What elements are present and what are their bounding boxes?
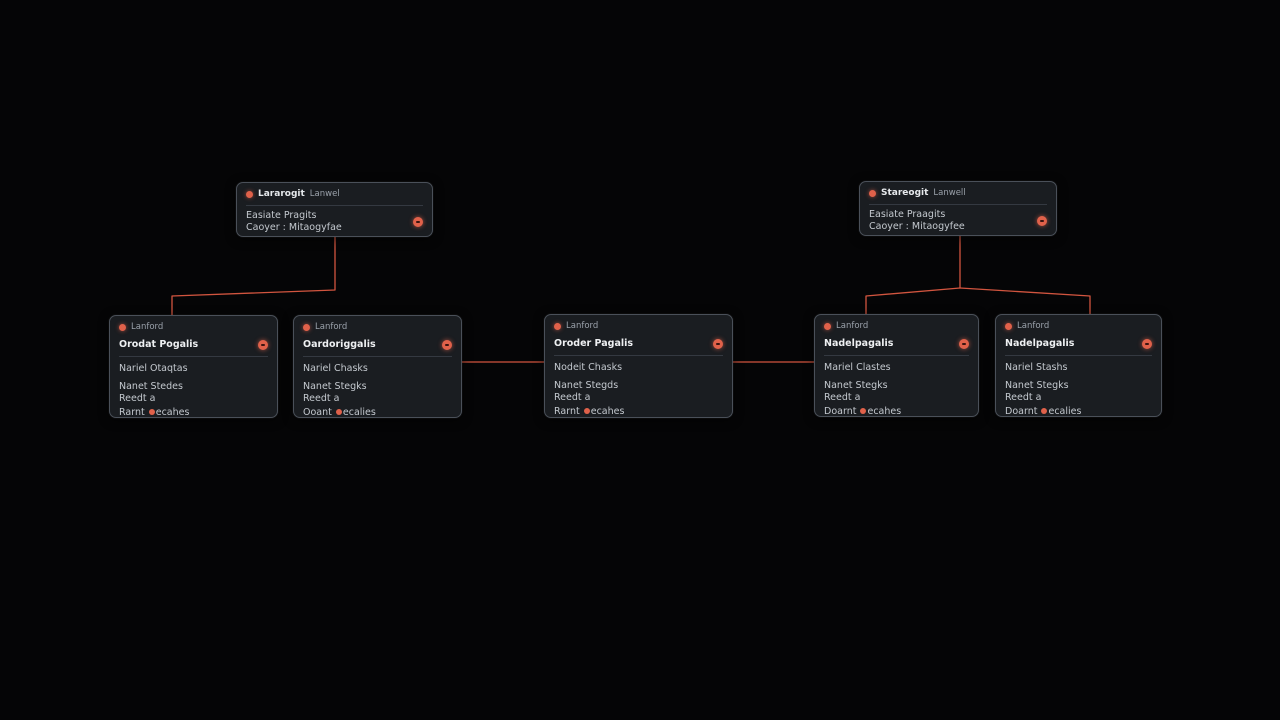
root-node-2-header: Stareogit Lanwell: [869, 187, 1047, 205]
child-node-5-line4: Doarnt ecalies: [1005, 406, 1152, 418]
child-node-3-line4-post: ecahes: [590, 406, 625, 417]
child-node-3-title-row: Oroder Pagalis: [554, 338, 723, 356]
minus-circle-icon[interactable]: [1142, 339, 1152, 349]
child-node-2-header-label: Lanford: [315, 322, 348, 332]
child-node-3[interactable]: Lanford Oroder Pagalis Nodeit Chasks Nan…: [544, 314, 733, 418]
child-node-4-header: Lanford: [824, 320, 969, 334]
child-node-3-header: Lanford: [554, 320, 723, 334]
child-node-1-line4-post: ecahes: [155, 407, 190, 418]
child-node-5-title-row: Nadelpagalis: [1005, 338, 1152, 356]
child-node-4-title: Nadelpagalis: [824, 338, 894, 349]
child-node-1-line1: Nariel Otaqtas: [119, 363, 188, 374]
root-node-1-header: Lararogit Lanwel: [246, 188, 423, 206]
connector-root2-child5: [959, 287, 1091, 315]
child-node-5-line2: Nanet Stegks: [1005, 380, 1069, 391]
child-node-1-line4-pre: Rarnt: [119, 407, 148, 418]
child-node-2-header: Lanford: [303, 321, 452, 335]
minus-circle-icon[interactable]: [258, 340, 268, 350]
root-node-2-line1: Easiate Praagits: [869, 209, 946, 220]
status-dot-icon: [1005, 322, 1012, 330]
child-node-1-title-row: Orodat Pogalis: [119, 339, 268, 357]
child-node-1-line2: Nanet Stedes: [119, 381, 183, 392]
child-node-4-line1: Mariel Clastes: [824, 362, 891, 373]
status-dot-icon: [119, 323, 126, 331]
child-node-1-header: Lanford: [119, 321, 268, 335]
connector-root1-child1: [171, 235, 336, 316]
root-node-1-sub: Lanwel: [309, 189, 340, 199]
root-node-1[interactable]: Lararogit Lanwel Easiate Pragits Caoyer …: [236, 182, 433, 237]
minus-circle-icon[interactable]: [1037, 216, 1047, 226]
child-node-4-line4-pre: Doarnt: [824, 406, 860, 417]
child-node-3-line2: Nanet Stegds: [554, 380, 619, 391]
child-node-3-line3: Reedt a: [554, 392, 591, 403]
root-node-2[interactable]: Stareogit Lanwell Easiate Praagits Caoye…: [859, 181, 1057, 236]
child-node-1[interactable]: Lanford Orodat Pogalis Nariel Otaqtas Na…: [109, 315, 278, 418]
status-dot-icon: [1041, 408, 1048, 414]
child-node-2-line1: Nariel Chasks: [303, 363, 368, 374]
root-node-1-line1: Easiate Pragits: [246, 210, 317, 221]
status-dot-icon: [303, 323, 310, 331]
minus-circle-icon[interactable]: [413, 217, 423, 227]
child-node-3-header-label: Lanford: [566, 321, 599, 331]
child-node-3-title: Oroder Pagalis: [554, 338, 634, 349]
child-node-2-line4-post: ecalies: [342, 407, 376, 418]
child-node-3-line4: Rarnt ecahes: [554, 406, 723, 418]
status-dot-icon: [824, 322, 831, 330]
child-node-4-title-row: Nadelpagalis: [824, 338, 969, 356]
status-dot-icon: [335, 409, 342, 415]
status-dot-icon: [246, 190, 253, 198]
root-node-2-sub: Lanwell: [933, 188, 966, 198]
child-node-1-line3: Reedt a: [119, 393, 156, 404]
child-node-5-line4-pre: Doarnt: [1005, 406, 1041, 417]
child-node-3-line4-pre: Rarnt: [554, 406, 583, 417]
root-node-2-name: Stareogit: [881, 188, 929, 198]
child-node-2-title-row: Oardoriggalis: [303, 339, 452, 357]
child-node-2-title: Oardoriggalis: [303, 339, 376, 350]
status-dot-icon: [860, 408, 867, 414]
child-node-5-header-label: Lanford: [1017, 321, 1050, 331]
child-node-2-line2: Nanet Stegks: [303, 381, 367, 392]
child-node-2[interactable]: Lanford Oardoriggalis Nariel Chasks Nane…: [293, 315, 462, 418]
child-node-4-line4: Doarnt ecahes: [824, 406, 969, 418]
minus-circle-icon[interactable]: [713, 339, 723, 349]
status-dot-icon: [148, 409, 155, 415]
child-node-5-line1: Nariel Stashs: [1005, 362, 1068, 373]
child-node-4-line3: Reedt a: [824, 392, 861, 403]
status-dot-icon: [583, 408, 590, 414]
child-node-4[interactable]: Lanford Nadelpagalis Mariel Clastes Nane…: [814, 314, 979, 417]
child-node-1-title: Orodat Pogalis: [119, 339, 199, 350]
child-node-5[interactable]: Lanford Nadelpagalis Nariel Stashs Nanet…: [995, 314, 1162, 417]
child-node-4-header-label: Lanford: [836, 321, 869, 331]
child-node-2-line3: Reedt a: [303, 393, 340, 404]
child-node-5-line4-post: ecalies: [1048, 406, 1082, 417]
child-node-2-line4-pre: Ooant: [303, 407, 335, 418]
status-dot-icon: [869, 189, 876, 197]
child-node-4-line2: Nanet Stegks: [824, 380, 888, 391]
connector-root2-child4: [865, 287, 961, 315]
child-node-3-line1: Nodeit Chasks: [554, 362, 623, 373]
status-dot-icon: [554, 322, 561, 330]
root-node-1-name: Lararogit: [258, 189, 305, 199]
child-node-1-line4: Rarnt ecahes: [119, 407, 268, 419]
child-node-5-title: Nadelpagalis: [1005, 338, 1075, 349]
child-node-5-header: Lanford: [1005, 320, 1152, 334]
child-node-2-line4: Ooant ecalies: [303, 407, 452, 419]
child-node-4-line4-post: ecahes: [867, 406, 902, 417]
root-node-1-line2: Caoyer : Mitaogyfae: [246, 222, 342, 233]
minus-circle-icon[interactable]: [442, 340, 452, 350]
minus-circle-icon[interactable]: [959, 339, 969, 349]
root-node-2-line2: Caoyer : Mitaogyfee: [869, 221, 965, 232]
child-node-5-line3: Reedt a: [1005, 392, 1042, 403]
child-node-1-header-label: Lanford: [131, 322, 164, 332]
